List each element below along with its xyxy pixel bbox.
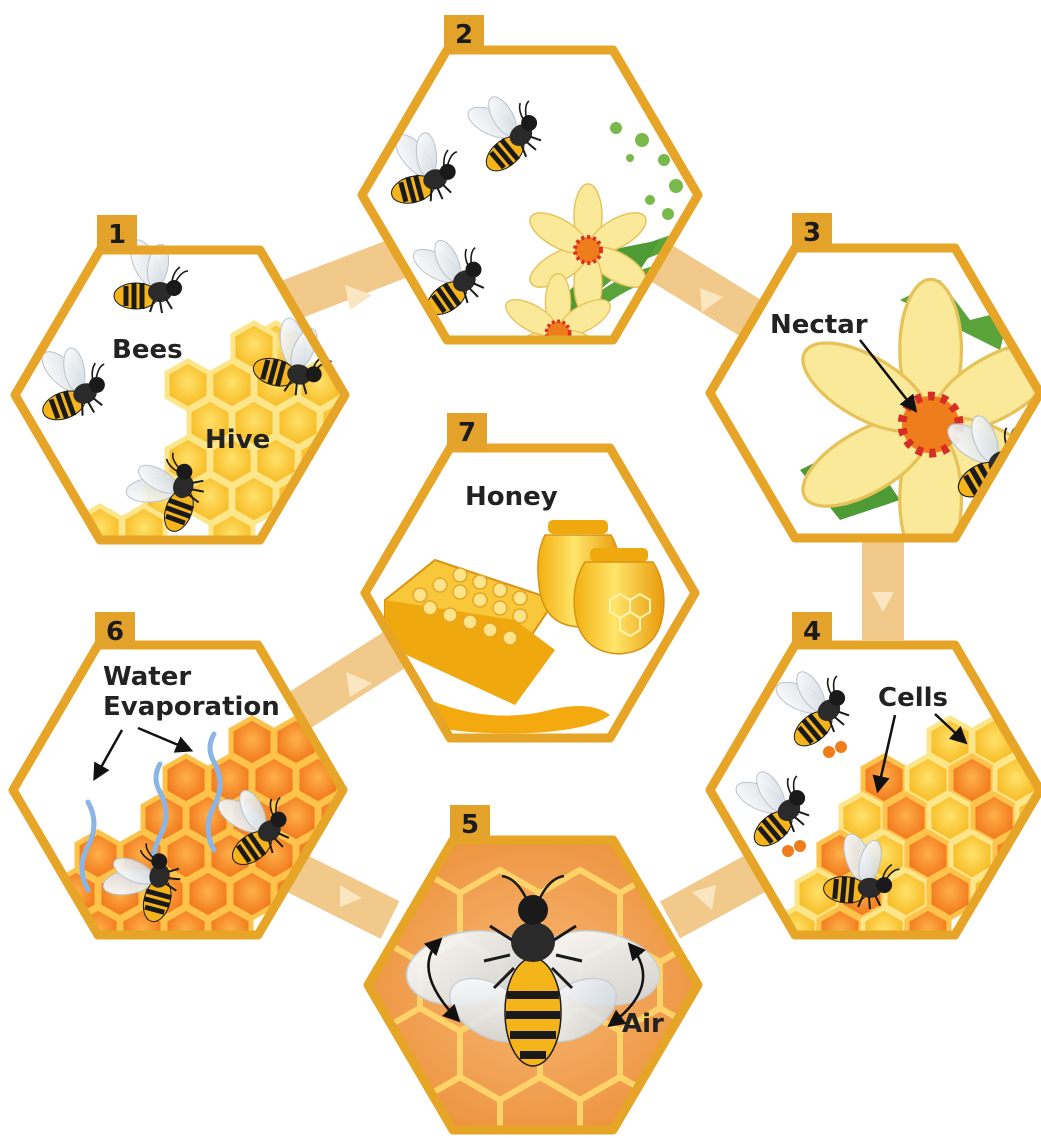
step-number: 6 [106, 617, 124, 647]
step-2-panel: 2 [362, 15, 698, 392]
label-honey: Honey [465, 482, 558, 512]
step-5-panel: 5 Air [368, 805, 700, 1138]
step-6-panel: 6 Water Evaporation [13, 612, 361, 956]
step-number: 7 [458, 418, 476, 448]
step-1-panel: 1 Bees Hive [15, 215, 363, 561]
step-4-panel: 4 Cells [710, 612, 1041, 956]
connector-3-4 [862, 540, 904, 640]
step-number: 3 [803, 218, 821, 248]
step-3-panel: 3 Nectar [710, 213, 1041, 570]
step-number: 4 [803, 617, 821, 647]
label-hive: Hive [205, 425, 270, 455]
label-nectar: Nectar [770, 310, 868, 340]
step-number: 2 [455, 20, 473, 50]
label-evaporation: Evaporation [103, 692, 280, 722]
step-number: 5 [461, 810, 479, 840]
label-bees: Bees [112, 335, 183, 365]
honey-jar-icon [574, 548, 664, 654]
label-air: Air [622, 1009, 664, 1039]
label-cells: Cells [878, 683, 948, 713]
step-number: 1 [108, 220, 126, 250]
step-7-panel: 7 Honey [365, 413, 695, 738]
label-water: Water [103, 662, 191, 692]
